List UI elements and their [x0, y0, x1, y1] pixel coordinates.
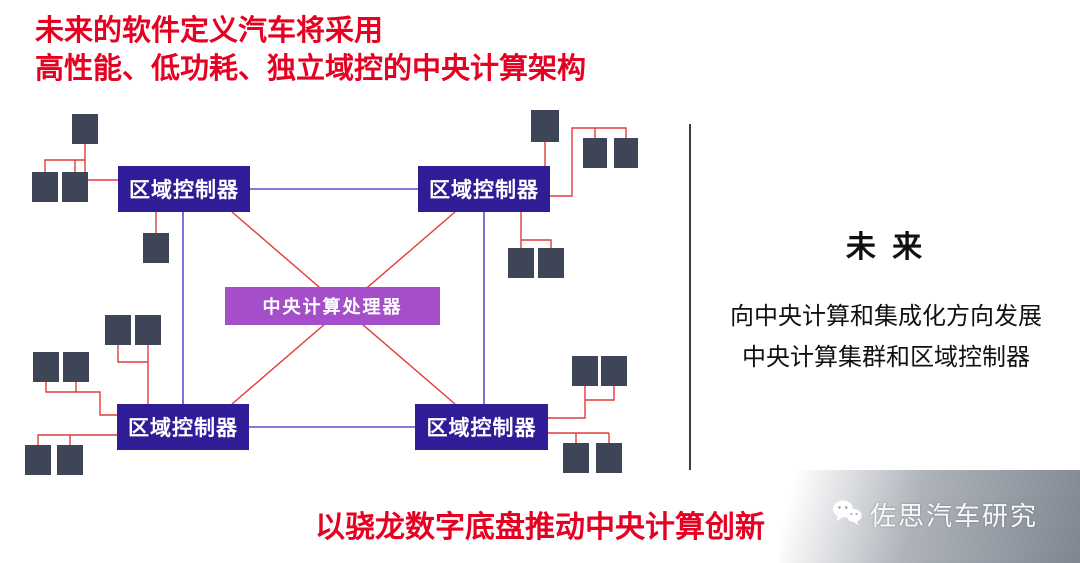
ecu-connector-lines: [37, 127, 627, 445]
watermark-gradient-band: [780, 470, 1080, 563]
ecu-node: [57, 445, 83, 475]
future-description-line-1: 向中央计算和集成化方向发展: [730, 303, 1042, 330]
ecu-node: [62, 172, 88, 202]
ecu-node: [538, 248, 564, 278]
zone-controller-box-bottom-left: 区域控制器: [117, 404, 249, 450]
title-line-1: 未来的软件定义汽车将采用: [35, 15, 384, 47]
zone-controller-label: 区域控制器: [426, 417, 537, 440]
ecu-node: [596, 443, 622, 473]
ecu-node: [63, 352, 89, 382]
ecu-node: [72, 114, 98, 144]
zone-controller-box-top-left: 区域控制器: [118, 166, 250, 212]
title-line-2: 高性能、低功耗、独立域控的中央计算架构: [35, 53, 587, 85]
ecu-node: [601, 356, 627, 386]
zone-interconnect-lines: [182, 188, 485, 428]
wechat-icon: [832, 499, 862, 531]
ecu-node: [508, 248, 534, 278]
zone-controller-label: 区域控制器: [128, 417, 238, 440]
vertical-divider: [689, 124, 691, 470]
right-panel: 未 来 向中央计算和集成化方向发展 中央计算集群和区域控制器: [700, 222, 1072, 378]
watermark-text: 佐思汽车研究: [870, 501, 1039, 531]
ecu-node: [25, 445, 51, 475]
zone-controller-label: 区域控制器: [429, 179, 539, 202]
central-compute-box: 中央计算处理器: [225, 287, 440, 325]
ecu-node: [563, 443, 589, 473]
ecu-node: [33, 352, 59, 382]
ecu-node: [614, 138, 638, 168]
bottom-slogan: 以骁龙数字底盘推动中央计算创新: [315, 511, 765, 544]
ecu-node: [32, 172, 58, 202]
central-compute-label: 中央计算处理器: [262, 297, 403, 317]
future-heading: 未 来: [845, 231, 927, 264]
ecu-node: [135, 315, 161, 345]
ecu-node: [572, 356, 598, 386]
zone-controller-label: 区域控制器: [129, 179, 239, 202]
future-description-line-2: 中央计算集群和区域控制器: [742, 344, 1030, 371]
page-title: 未来的软件定义汽车将采用 高性能、低功耗、独立域控的中央计算架构: [35, 12, 586, 88]
watermark: 佐思汽车研究: [832, 496, 1038, 533]
ecu-node: [583, 138, 607, 168]
ecu-node: [531, 110, 559, 142]
zone-controller-box-top-right: 区域控制器: [418, 166, 550, 212]
zone-controller-box-bottom-right: 区域控制器: [415, 404, 548, 450]
ecu-node: [105, 315, 131, 345]
ecu-node: [143, 233, 169, 263]
